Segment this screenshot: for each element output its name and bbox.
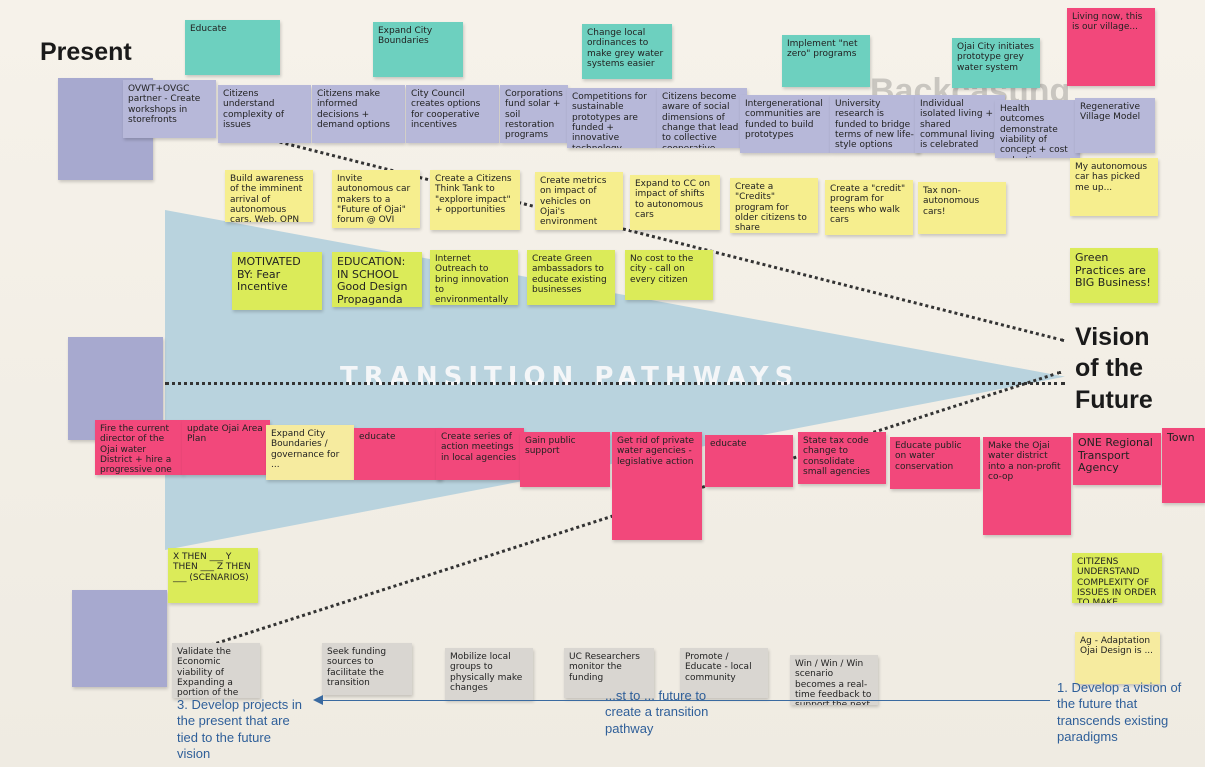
pink-note: Fire the current director of the Ojai wa…: [95, 420, 183, 475]
lime-note: MOTIVATED BY: Fear Incentive: [232, 252, 322, 310]
vision-heading: Vision of the Future: [1075, 323, 1153, 414]
present-heading: Present: [40, 38, 132, 66]
teal-note: Educate: [185, 20, 280, 75]
yellow-note: Invite autonomous car makers to a "Futur…: [332, 170, 420, 228]
lavender-note: Competitions for sustainable prototypes …: [567, 88, 657, 148]
lime-note: EDUCATION: IN SCHOOL Good Design Propaga…: [332, 252, 422, 307]
scenario-note: X THEN ___ Y THEN ___ Z THEN ___ (SCENAR…: [168, 548, 258, 603]
lavender-note: City Council creates options for coopera…: [406, 85, 499, 143]
lime-note: Internet Outreach to bring innovation to…: [430, 250, 518, 305]
lavender-note: OVWT+OVGC partner - Create workshops in …: [123, 80, 216, 138]
dotted-line-middle: [165, 382, 1065, 385]
pink-note: Gain public support: [520, 432, 610, 487]
pink-note: Make the Ojai water district into a non-…: [983, 437, 1071, 535]
lavender-note: Citizens understand complexity of issues: [218, 85, 311, 143]
transition-pathways-label: TRANSITION PATHWAYS: [340, 362, 800, 392]
yellow-note: My autonomous car has picked me up...: [1070, 158, 1158, 216]
grey-note: Seek funding sources to facilitate the t…: [322, 643, 412, 695]
arrow-head-icon: [313, 695, 323, 705]
cream-note: Expand City Boundaries / governance for …: [266, 425, 354, 480]
pink-note: ONE Regional Transport Agency: [1073, 433, 1161, 485]
lime-note: No cost to the city - call on every citi…: [625, 250, 713, 300]
lime-note: Green Practices are BIG Business!: [1070, 248, 1158, 303]
step-2-label: ...st to ... future to create a transiti…: [605, 688, 709, 736]
grey-note: Promote / Educate - local community: [680, 648, 768, 698]
lime-note: Create Green ambassadors to educate exis…: [527, 250, 615, 305]
lavender-note: Citizens make informed decisions + deman…: [312, 85, 405, 143]
teal-note: Change local ordinances to make grey wat…: [582, 24, 672, 79]
yellow-note: Build awareness of the imminent arrival …: [225, 170, 313, 222]
pink-note: educate: [705, 435, 793, 487]
pink-note: Living now, this is our village...: [1067, 8, 1155, 86]
grey-note: Validate the Economic viability of Expan…: [172, 643, 260, 698]
lavender-note: Individual isolated living + shared comm…: [915, 95, 1005, 153]
grey-note: Mobilize local groups to physically make…: [445, 648, 533, 700]
yellow-note: Create a "Credits" program for older cit…: [730, 178, 818, 233]
yellow-note: Tax non-autonomous cars!: [918, 182, 1006, 234]
pink-note: State tax code change to consolidate sma…: [798, 432, 886, 484]
yellow-note: Expand to CC on impact of shifts to auto…: [630, 175, 720, 230]
pink-note: Create series of action meetings in loca…: [436, 428, 524, 480]
grey-note: UC Researchers monitor the funding: [564, 648, 654, 698]
yellow-note: Create metrics on impact of vehicles on …: [535, 172, 623, 230]
pink-note: Town: [1162, 428, 1205, 503]
lavender-note: University research is funded to bridge …: [830, 95, 920, 153]
grey-note: Win / Win / Win scenario becomes a real-…: [790, 655, 878, 705]
step-1-label: 1. Develop a vision of the future that t…: [1057, 680, 1182, 744]
lavender-note: Corporations fund solar + soil restorati…: [500, 85, 568, 143]
teal-note: Expand City Boundaries: [373, 22, 463, 77]
cream-note: Ag - Adaptation Ojai Design is ...: [1075, 632, 1160, 684]
lavender-note: Regenerative Village Model: [1075, 98, 1155, 153]
ghost-note: [72, 590, 167, 687]
pink-note: Get rid of private water agencies - legi…: [612, 432, 702, 540]
teal-note: Implement "net zero" programs: [782, 35, 870, 87]
lime-note: CITIZENS UNDERSTAND COMPLEXITY OF ISSUES…: [1072, 553, 1162, 603]
lavender-note: Health outcomes demonstrate viability of…: [995, 100, 1080, 158]
step-3-label: 3. Develop projects in the present that …: [177, 697, 303, 761]
timeline-arrow: [320, 700, 1050, 701]
yellow-note: Create a "credit" program for teens who …: [825, 180, 913, 235]
lavender-note: Intergenerational communities are funded…: [740, 95, 830, 153]
pink-note: update Ojai Area Plan: [182, 420, 270, 475]
pink-note: educate: [354, 428, 442, 480]
pink-note: Educate public on water conservation: [890, 437, 980, 489]
yellow-note: Create a Citizens Think Tank to "explore…: [430, 170, 520, 230]
teal-note: Ojai City initiates prototype grey water…: [952, 38, 1040, 88]
lavender-note: Citizens become aware of social dimensio…: [657, 88, 747, 148]
